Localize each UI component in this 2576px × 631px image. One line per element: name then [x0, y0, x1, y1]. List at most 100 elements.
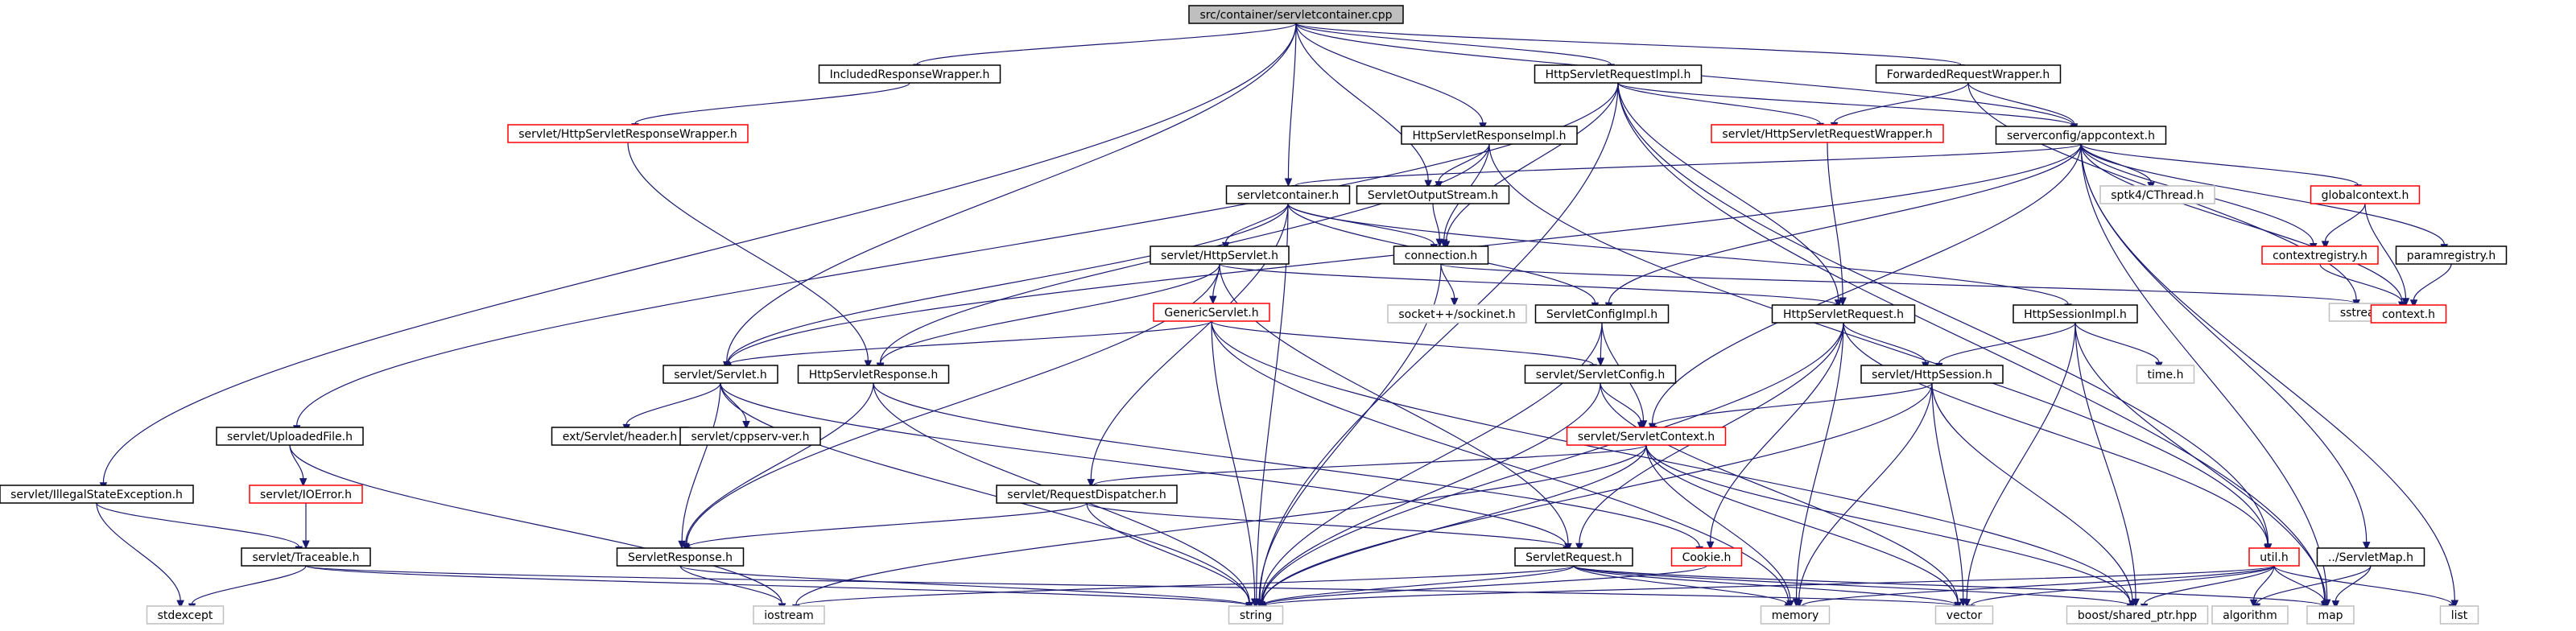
- node-label: util.h: [2260, 551, 2288, 564]
- node-box: [2261, 245, 2379, 265]
- edge-scfg-to-string: [1257, 382, 1601, 611]
- edge-line: [1488, 143, 2268, 545]
- edge-arrowhead: [1834, 299, 1843, 308]
- node-box: [1995, 126, 2167, 145]
- node-scfgimpl[interactable]: ServletConfigImpl.h: [1534, 304, 1670, 324]
- edge-sos-to-conn: [1432, 203, 1444, 248]
- node-box: [507, 124, 749, 143]
- edge-conn-to-sockinet: [1440, 263, 1459, 307]
- edge-illegal-to-stdexcept: [96, 502, 184, 609]
- node-box: [2306, 605, 2355, 625]
- edge-line: [1259, 82, 1619, 600]
- node-label: HttpSessionImpl.h: [2024, 308, 2127, 321]
- node-box: [1393, 245, 1489, 265]
- node-sharedptr: boost/shared_ptr.hpp: [2066, 605, 2209, 625]
- node-box: [1228, 605, 1284, 625]
- edge-line: [2334, 565, 2372, 601]
- node-hrespwrap[interactable]: servlet/HttpServletResponseWrapper.h: [507, 124, 749, 143]
- node-hreqimpl[interactable]: HttpServletRequestImpl.h: [1534, 64, 1703, 84]
- node-box: [1860, 365, 2004, 384]
- edge-reqdisp-to-sresp: [683, 502, 1088, 556]
- edge-root-to-hrespimpl: [1295, 23, 1487, 131]
- edge-arrowhead: [1424, 179, 1432, 189]
- edge-line: [2074, 322, 2160, 363]
- edge-line: [1287, 203, 2069, 305]
- node-hsess[interactable]: servlet/HttpSession.h: [1860, 365, 2004, 384]
- node-uploaded[interactable]: servlet/UploadedFile.h: [216, 427, 364, 446]
- node-hreqwrap[interactable]: servlet/HttpServletRequestWrapper.h: [1711, 124, 1944, 143]
- node-label: servlet/Traceable.h: [252, 551, 359, 564]
- edge-arrowhead: [302, 540, 310, 550]
- node-cppserv[interactable]: servlet/cppserv-ver.h: [679, 427, 821, 446]
- node-ioerror[interactable]: servlet/IOError.h: [249, 485, 363, 504]
- edge-hsreq-to-cookie: [1706, 322, 1844, 551]
- node-box: [2099, 185, 2215, 204]
- edge-line: [1617, 82, 1839, 300]
- edge-line: [305, 565, 1249, 607]
- edge-line: [1600, 382, 1642, 423]
- node-label: servlet/HttpSession.h: [1872, 369, 1992, 381]
- edge-line: [1573, 565, 2324, 607]
- node-genericservlet[interactable]: GenericServlet.h: [1153, 303, 1270, 322]
- node-conn[interactable]: connection.h: [1393, 245, 1489, 265]
- edge-appctx-to-scfgimpl: [1604, 143, 2082, 311]
- node-traceable[interactable]: servlet/Traceable.h: [241, 547, 371, 567]
- node-servlet[interactable]: servlet/Servlet.h: [663, 365, 778, 384]
- node-globalctx[interactable]: globalcontext.h: [2310, 185, 2421, 204]
- node-root[interactable]: src/container/servletcontainer.cpp: [1188, 5, 1404, 24]
- edge-line: [795, 565, 1575, 607]
- node-timeh: time.h: [2136, 365, 2195, 384]
- node-hsreq[interactable]: HttpServletRequest.h: [1771, 304, 1916, 324]
- node-label: contextregistry.h: [2273, 250, 2368, 262]
- node-reqdisp[interactable]: servlet/RequestDispatcher.h: [996, 485, 1178, 504]
- node-hsresp[interactable]: HttpServletResponse.h: [797, 365, 950, 384]
- node-paramreg[interactable]: paramregistry.h: [2395, 245, 2508, 265]
- node-context[interactable]: context.h: [2370, 304, 2447, 324]
- node-cookie[interactable]: Cookie.h: [1670, 547, 1743, 567]
- edge-hsessimpl-to-sharedptr: [2074, 322, 2140, 608]
- edge-line: [2074, 322, 2136, 600]
- edge-line: [1295, 23, 1962, 65]
- edge-line: [1438, 143, 1490, 182]
- node-util[interactable]: util.h: [2248, 547, 2300, 567]
- edge-line: [2080, 143, 2403, 303]
- node-extheader[interactable]: ext/Servlet/header.h: [551, 427, 689, 446]
- edge-root-to-illegal: [99, 23, 1297, 491]
- node-label: list: [2451, 609, 2468, 622]
- edge-line: [1971, 565, 2275, 606]
- edge-hsresp-to-sresp: [682, 382, 874, 552]
- edge-line: [1798, 382, 1933, 600]
- node-incl[interactable]: IncludedResponseWrapper.h: [818, 64, 1001, 84]
- node-box: [1150, 245, 1290, 265]
- node-sccpp[interactable]: servletcontainer.h: [1225, 185, 1351, 204]
- edge-line: [1600, 382, 1959, 603]
- node-hrespimpl[interactable]: HttpServletResponseImpl.h: [1401, 126, 1578, 145]
- node-ctxreg[interactable]: contextregistry.h: [2261, 245, 2379, 265]
- edge-line: [1795, 322, 1844, 600]
- edge-line: [1295, 23, 1612, 65]
- node-sresp[interactable]: ServletResponse.h: [616, 547, 745, 567]
- node-sreq[interactable]: ServletRequest.h: [1514, 547, 1633, 567]
- node-fwd[interactable]: ForwardedRequestWrapper.h: [1875, 64, 2062, 84]
- edge-line: [289, 444, 783, 604]
- node-scfg[interactable]: servlet/ServletConfig.h: [1524, 365, 1677, 384]
- node-sos[interactable]: ServletOutputStream.h: [1356, 185, 1510, 204]
- node-appctx[interactable]: serverconfig/appcontext.h: [1995, 126, 2167, 145]
- edge-line: [681, 382, 721, 542]
- edge-line: [1093, 444, 1647, 485]
- edge-hsess-to-vector: [1931, 382, 1967, 608]
- edge-appctx-to-servletmap: [2080, 143, 2371, 551]
- edge-line: [1211, 320, 2131, 604]
- node-servletmap[interactable]: ../ServletMap.h: [2316, 547, 2425, 567]
- edge-line: [1294, 143, 2082, 187]
- node-sctx[interactable]: servlet/ServletContext.h: [1566, 427, 1727, 446]
- node-httpservlet[interactable]: servlet/HttpServlet.h: [1150, 245, 1290, 265]
- node-hsessimpl[interactable]: HttpSessionImpl.h: [2013, 304, 2138, 324]
- edge-arrowhead: [2331, 600, 2340, 609]
- node-box: [1514, 547, 1633, 567]
- node-label: iostream: [764, 609, 814, 622]
- edge-arrowhead: [1575, 542, 1583, 552]
- edge-hrespwrap-to-hsresp: [627, 142, 873, 369]
- node-illegal[interactable]: servlet/IllegalStateException.h: [0, 485, 194, 504]
- edge-line: [1262, 565, 1575, 606]
